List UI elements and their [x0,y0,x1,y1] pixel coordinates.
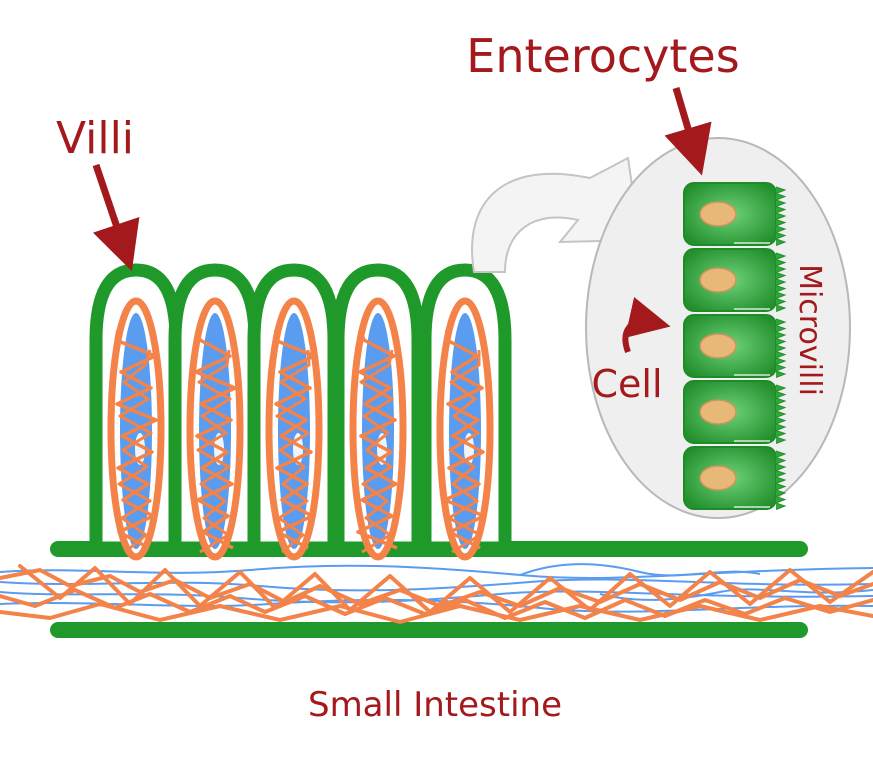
enterocyte-inset [471,137,851,519]
enterocytes-arrow [664,87,712,176]
labels: Villi Enterocytes Microvilli Cell Small … [56,29,827,725]
enterocytes-label: Enterocytes [466,29,739,83]
villus [168,263,262,561]
inset-pointer-arrow [471,156,642,273]
enterocyte-cell [683,182,787,246]
nucleus [699,333,737,359]
nucleus [699,267,737,293]
villi-arrow [92,163,140,272]
cell-label: Cell [591,362,662,406]
nucleus [699,399,737,425]
capillary-network-base [0,564,873,624]
microvilli-fringe [774,186,787,246]
microvilli-label: Microvilli [792,264,827,396]
enterocyte-cell [683,380,787,444]
villus [331,263,425,561]
microvilli-fringe [774,384,787,444]
microvilli-fringe [774,450,787,510]
villus [89,263,183,561]
cell-arrow [622,296,671,354]
enterocyte-cell [683,446,787,510]
microvilli-fringe [774,318,787,378]
villi-label: Villi [56,113,134,164]
villus [247,263,341,561]
villus [418,263,512,561]
microvilli-fringe [774,252,787,312]
nucleus [699,465,737,491]
enterocyte-cell [683,314,787,378]
nucleus [699,201,737,227]
small-intestine-label: Small Intestine [308,685,562,725]
enterocyte-cell [683,248,787,312]
